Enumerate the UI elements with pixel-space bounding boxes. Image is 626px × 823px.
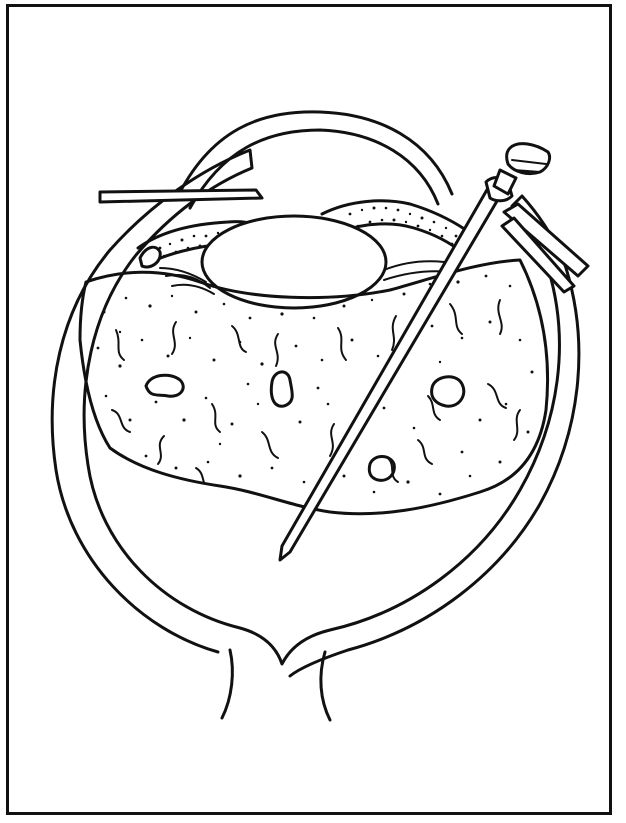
optic-nerve (222, 650, 330, 720)
vitreous-gel-icon (80, 260, 548, 514)
light-pipe-icon (502, 204, 588, 292)
infusion-cannula-icon (100, 190, 262, 202)
